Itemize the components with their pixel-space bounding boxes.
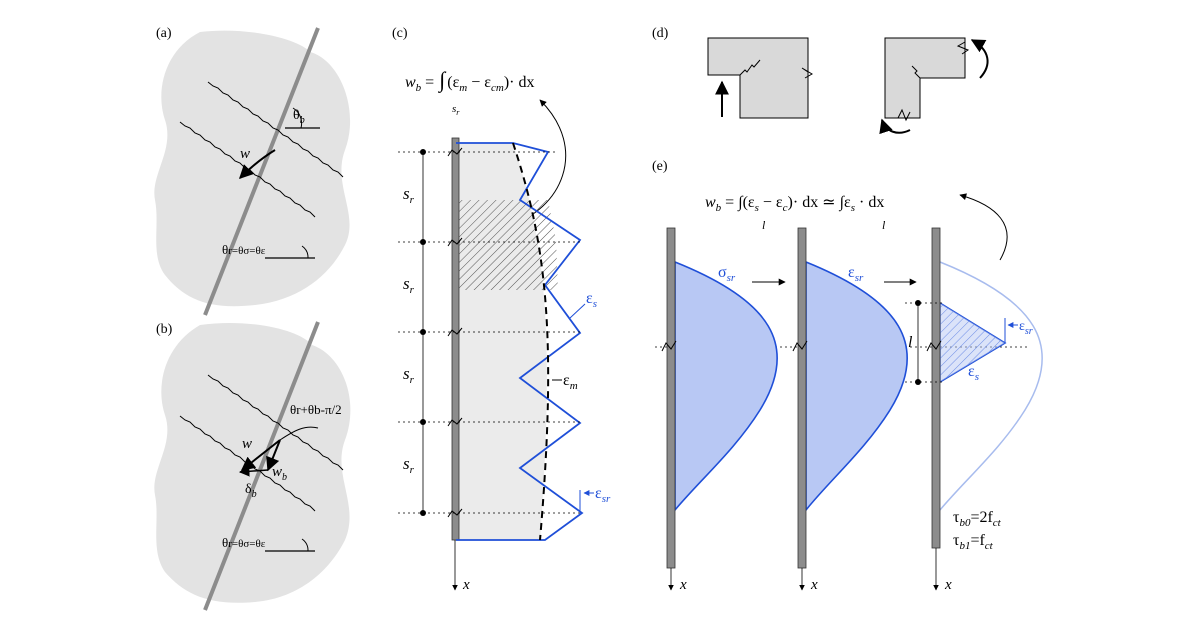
panel-b: (b) w wb δb θr+θb-π/2 θr=θσ=θε xyxy=(154,321,351,611)
moment-arrow-d-bottom xyxy=(879,118,911,135)
eps-sr-label-c: εsr xyxy=(595,485,611,505)
x-label-e-1: x xyxy=(679,577,687,593)
sr-label-1: sr xyxy=(403,184,415,206)
eps-sr-label-e: εsr xyxy=(848,264,864,284)
theta-eq-label-a: θr=θσ=θε xyxy=(222,242,266,257)
sr-label-3: sr xyxy=(403,364,415,386)
sr-dots xyxy=(420,149,426,516)
theta-b-label: θb xyxy=(293,108,305,126)
panel-c-label: (c) xyxy=(392,26,408,41)
rebar-a xyxy=(203,27,320,316)
crack-mark-e-2 xyxy=(792,340,808,352)
rebar-e-3 xyxy=(931,227,941,549)
panel-e-eq-lower-1: l xyxy=(762,218,766,232)
concrete-blob-a xyxy=(154,30,351,307)
l-dot-bottom xyxy=(915,379,921,385)
panel-e-equation: wb= ∫(εs − εc)· dx ≃ ∫εs · dx xyxy=(705,194,884,214)
rebar-e-1 xyxy=(666,227,676,569)
rebar-e-2 xyxy=(797,227,807,569)
theta-eq-label-b: θr=θσ=θε xyxy=(222,535,266,550)
x-label-c: x xyxy=(462,577,470,593)
theta-eq-arc-b xyxy=(301,538,309,552)
panel-e-pointer xyxy=(959,193,1008,261)
crack-mark-e-1 xyxy=(661,340,677,352)
crack-mark-e-3 xyxy=(926,340,942,352)
panel-c-equation: wb=∫(εm − εcm)· dx xyxy=(405,67,534,94)
rebar-c xyxy=(451,137,460,541)
crack-a-upper xyxy=(207,81,344,178)
panel-c-hatched xyxy=(456,200,558,290)
eps-sr-ghost-curve xyxy=(939,261,1043,511)
crack-b-upper xyxy=(207,374,344,471)
sigma-sr-area xyxy=(674,260,778,513)
panel-d-label: (d) xyxy=(652,26,669,41)
w-label-b: w xyxy=(242,436,252,452)
crack-d-left-1 xyxy=(739,59,761,76)
panel-e-label: (e) xyxy=(652,159,668,174)
tau-b0-label: τb0=2fct xyxy=(953,509,1002,529)
angle-expr-b: θr+θb-π/2 xyxy=(290,402,342,417)
joint-d-left xyxy=(707,37,809,119)
panel-a: (a) w θb θr=θσ=θε xyxy=(154,26,351,316)
rebar-b xyxy=(203,321,320,611)
theta-b-arc xyxy=(292,107,303,129)
crack-d-right-3 xyxy=(897,108,911,122)
w-arrow-a xyxy=(239,149,276,179)
w-label-a: w xyxy=(240,146,250,162)
crack-d-left-2 xyxy=(801,67,813,79)
x-label-e-3: x xyxy=(944,577,952,593)
sigma-sr-label: σsr xyxy=(718,264,736,284)
delta-b-label: δb xyxy=(245,482,257,500)
sr-label-4: sr xyxy=(403,454,415,476)
angle-arc-b xyxy=(279,426,319,441)
eps-m-curve xyxy=(512,142,550,541)
joint-d-right xyxy=(884,37,966,119)
panel-e: (e) wb= ∫(εs − εc)· dx ≃ ∫εs · dx l l x … xyxy=(652,159,1043,593)
w-arrow-b xyxy=(240,439,281,471)
panel-c-eq-lower: sr xyxy=(452,103,460,117)
sr-label-2: sr xyxy=(403,274,415,296)
crack-d-right-1 xyxy=(911,65,921,79)
theta-eq-arc-a xyxy=(301,245,309,259)
eps-sr-area xyxy=(805,260,908,513)
eps-s-leader xyxy=(569,303,586,319)
moment-arrow-d-right xyxy=(970,39,989,79)
eps-s-label-c: εs xyxy=(586,290,597,310)
l-dot-top xyxy=(915,300,921,306)
panel-a-label: (a) xyxy=(156,26,172,41)
wb-arrow-b xyxy=(266,439,281,472)
l-label: l xyxy=(908,334,913,351)
eps-m-label: εm xyxy=(563,372,578,392)
tau-b1-label: τb1=fct xyxy=(953,532,994,552)
panel-d: (d) xyxy=(652,26,989,135)
wb-label-b: wb xyxy=(272,464,287,483)
rebar-c-crack-marks xyxy=(447,147,463,518)
panel-b-label: (b) xyxy=(156,322,173,337)
panel-e-eq-lower-2: l xyxy=(882,218,886,232)
x-label-e-2: x xyxy=(810,577,818,593)
panel-c: (c) wb=∫(εm − εcm)· dx sr xyxy=(392,26,611,593)
crack-d-right-2 xyxy=(956,41,970,55)
eps-sr2-label-e: εsr xyxy=(1019,319,1033,337)
eps-s-label-e: εs xyxy=(968,363,979,383)
eps-s-triangle-fill xyxy=(940,303,1005,382)
delta-b-arrow xyxy=(238,466,269,477)
